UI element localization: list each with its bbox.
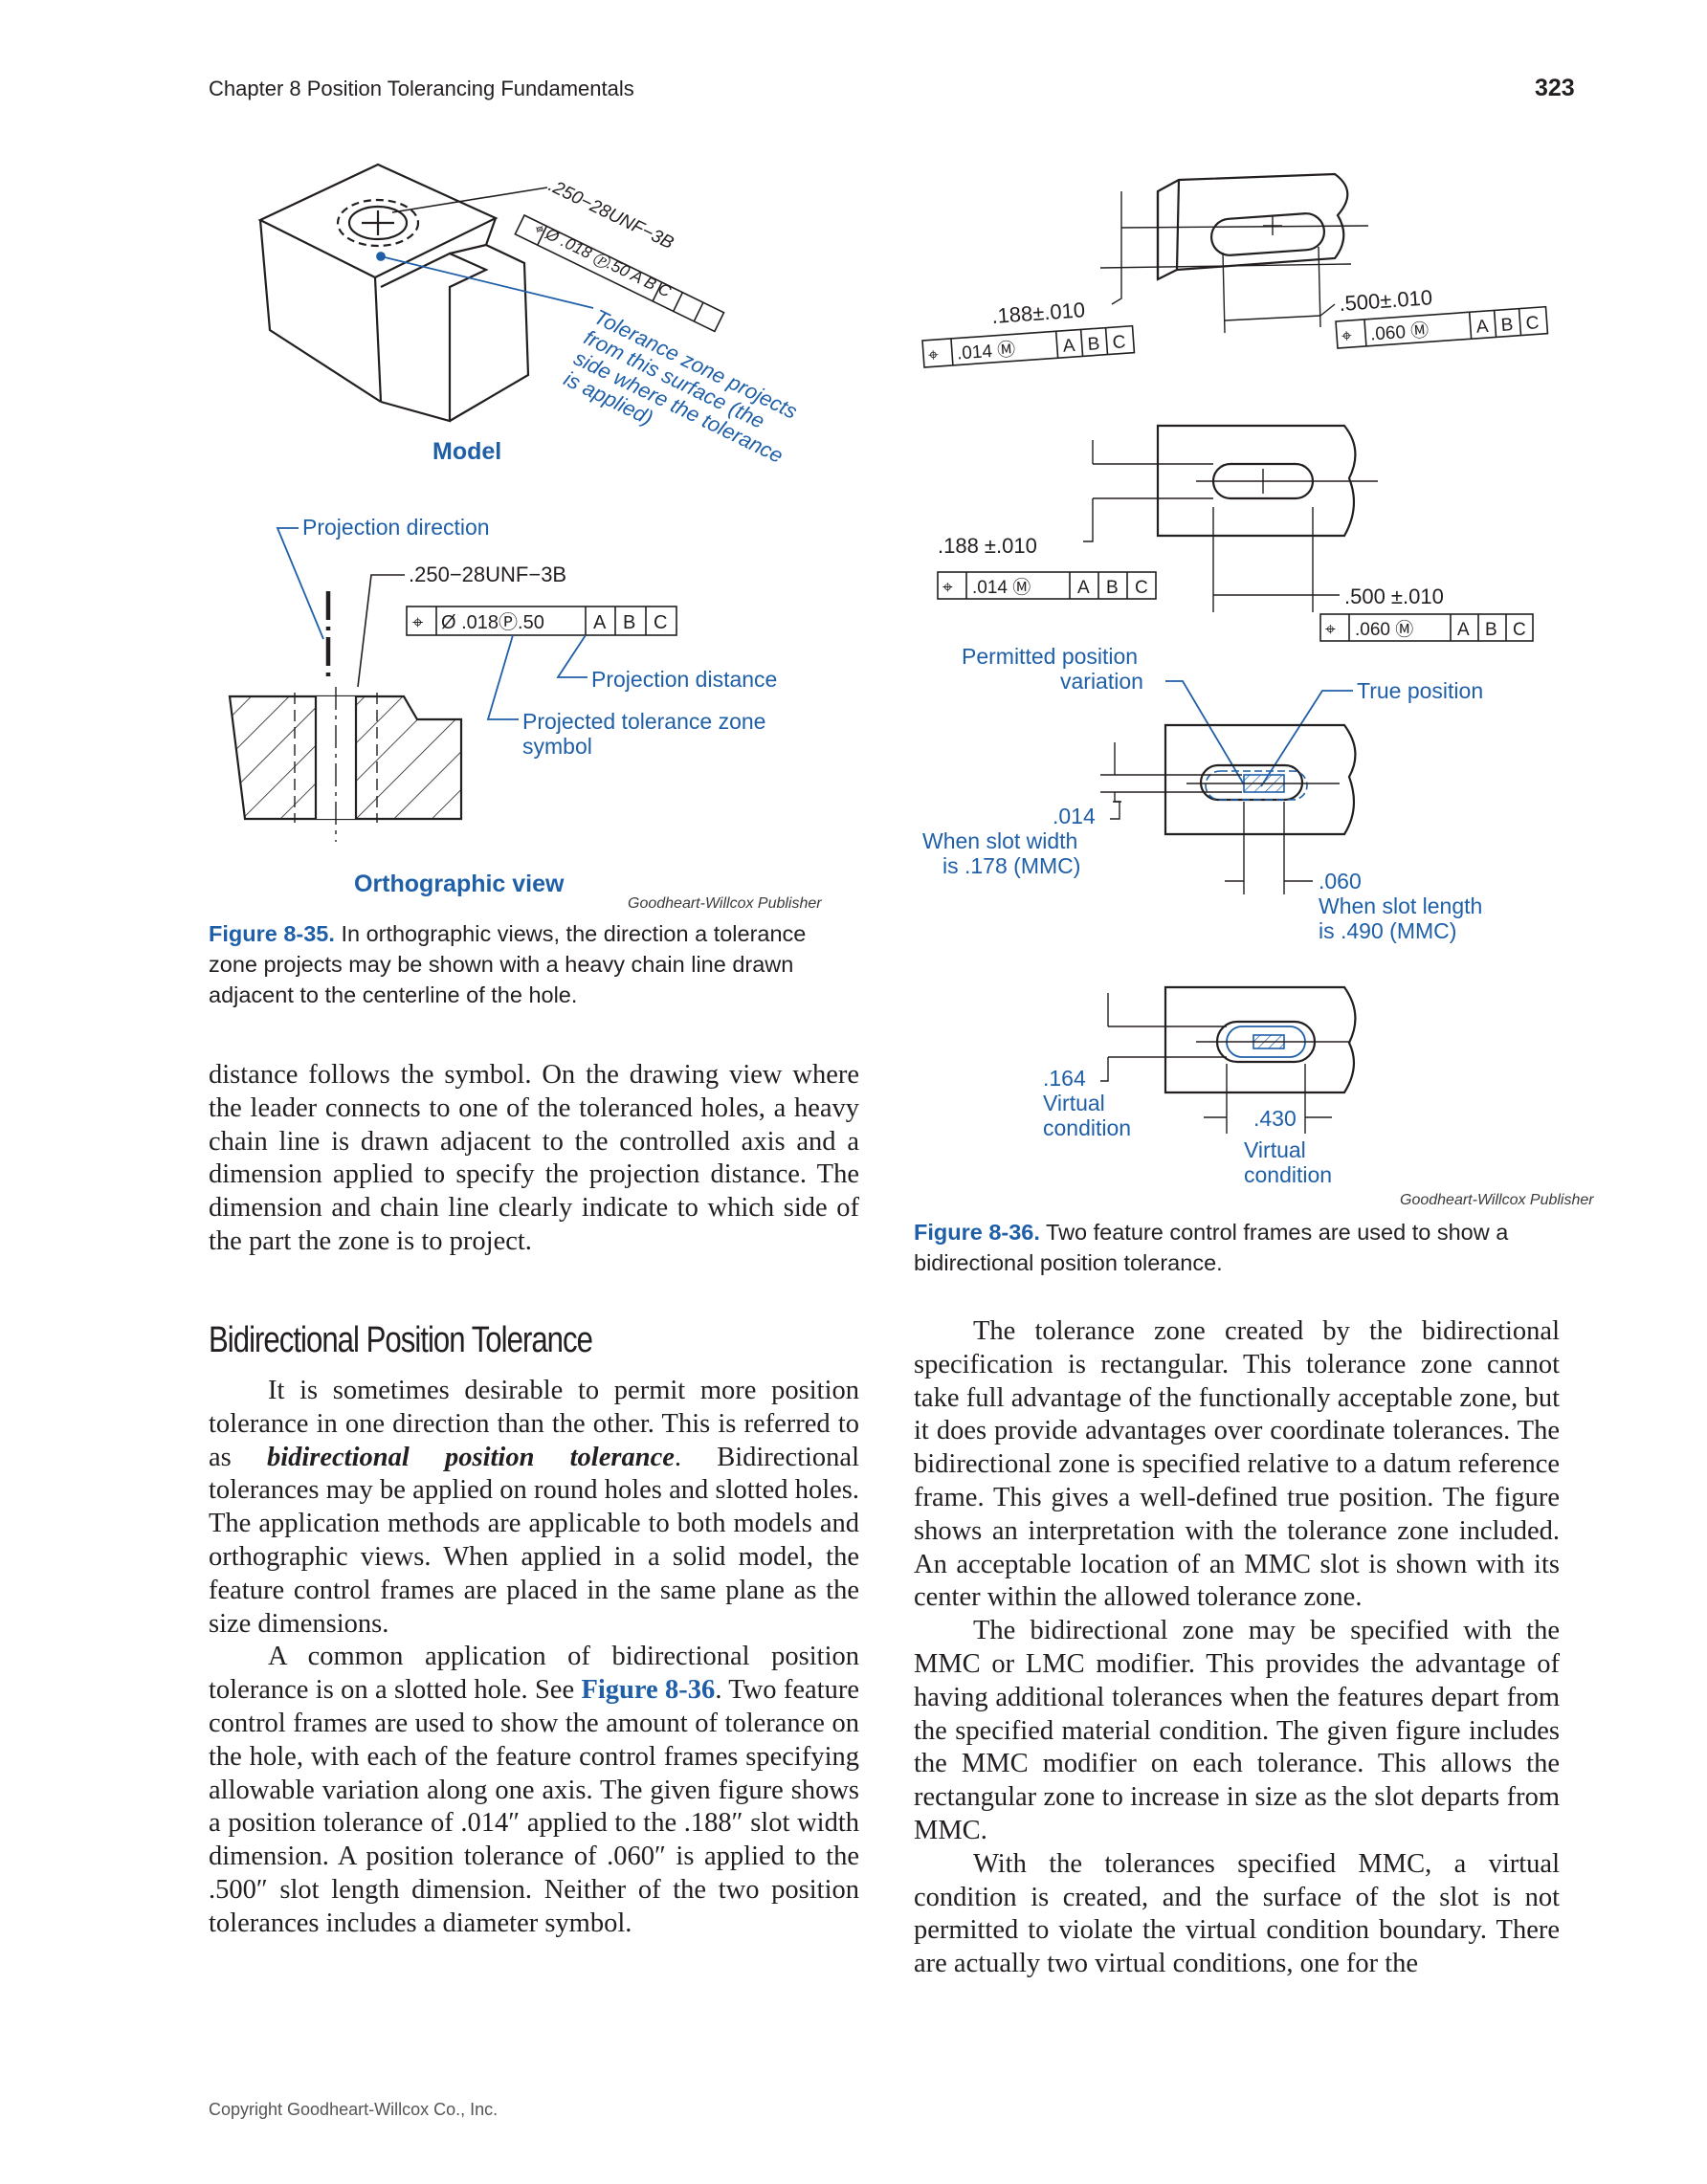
right-paragraph-1: The tolerance zone created by the bidire… [914,1316,1560,1613]
fig36-caption-number: Figure 8-36. [914,1220,1040,1245]
paragraph-continued: distance follows the symbol. On the draw… [209,1060,859,1256]
projected-zone-leader [486,634,519,720]
svg-text:C: C [1135,578,1148,598]
figure-8-35: .250−28UNF−3B ⌖ Ø .018 Ⓟ.50 A B C Tolera… [228,163,801,897]
fig36-caption: Figure 8-36. Two feature control frames … [914,1217,1564,1278]
width-tol-value: .014 [1053,804,1096,828]
svg-text:.060 Ⓜ: .060 Ⓜ [1369,320,1430,344]
left-column-paragraphs: It is sometimes desirable to permit more… [209,1375,859,1941]
ortho-width-dim: .188 ±.010 [938,534,1037,558]
fig35-caption: Figure 8-35. In orthographic views, the … [209,918,859,1010]
width-note-2: is .178 (MMC) [942,853,1080,878]
right-paragraph-3: With the tolerances specified MMC, a vir… [914,1848,1560,1979]
svg-text:⌖: ⌖ [942,578,953,598]
ortho-length-dim: .500 ±.010 [1344,585,1444,608]
vc-width-value: .164 [1043,1066,1086,1091]
right-paragraph-2: The bidirectional zone may be specified … [914,1616,1560,1845]
svg-text:.014 Ⓜ: .014 Ⓜ [956,339,1016,364]
model-block [257,163,530,423]
length-note-2: is .490 (MMC) [1319,918,1456,943]
svg-text:⌖: ⌖ [412,612,423,633]
permitted-position-label-1: Permitted position [962,644,1138,669]
svg-text:B: B [1106,578,1119,598]
svg-text:B: B [1087,334,1100,355]
model-callout [391,187,725,333]
projection-direction-label: Projection direction [302,515,490,540]
svg-text:⌖: ⌖ [927,345,939,366]
iso-slot-block [1156,172,1349,281]
vc-width-note-1: Virtual [1043,1091,1105,1115]
running-header: Chapter 8 Position Tolerancing Fundament… [209,77,634,100]
zone-block [1164,723,1357,836]
paragraph-1: It is sometimes desirable to permit more… [209,1376,859,1639]
svg-text:.014 Ⓜ: .014 Ⓜ [972,577,1031,598]
projection-distance-label: Projection distance [591,667,777,692]
iso-dims [1099,191,1369,334]
vc-length-note-2: condition [1244,1162,1332,1187]
vc-length-note-1: Virtual [1244,1137,1306,1162]
page-number: 323 [1535,75,1575,101]
svg-text:B: B [1500,315,1514,336]
iso-fcf-width: ⌖ .014 Ⓜ A B C [921,324,1136,368]
figure-8-36: .188±.010 .500±.010 ⌖ .014 Ⓜ A B C ⌖ .06… [921,172,1549,1187]
ortho-section [228,687,463,842]
svg-text:C: C [654,612,667,633]
paragraph-2: A common application of bidirectional po… [209,1642,860,1938]
svg-text:Ø .018Ⓟ.50: Ø .018Ⓟ.50 [441,611,544,633]
svg-text:⌖: ⌖ [1325,620,1336,640]
fig36-caption-text: Two feature control frames are used to s… [914,1220,1509,1275]
model-note-leader [376,252,594,309]
left-column: distance follows the symbol. On the draw… [209,1059,859,1259]
orthographic-view-label: Orthographic view [354,871,565,897]
projected-zone-label-1: Projected tolerance zone [522,709,765,734]
fig35-caption-number: Figure 8-35. [209,921,335,946]
svg-text:C: C [1112,332,1126,353]
true-position-label: True position [1357,678,1483,703]
projection-distance-leader [556,634,587,678]
svg-text:A: A [1077,578,1090,598]
iso-fcf-length: ⌖ .060 Ⓜ A B C [1335,305,1549,349]
vc-length-value: .430 [1253,1106,1297,1131]
svg-text:C: C [1525,313,1540,334]
iso-length-dim: .500±.010 [1339,285,1433,316]
length-note-1: When slot length [1319,893,1482,918]
ortho-fcf [406,606,677,636]
fig36-credit: Goodheart-Willcox Publisher [1400,1192,1594,1208]
svg-text:A: A [1457,620,1470,640]
length-tol-value: .060 [1319,869,1362,893]
iso-width-dim: .188±.010 [991,298,1086,328]
projected-zone-label-2: symbol [522,734,592,759]
svg-text:.060 Ⓜ: .060 Ⓜ [1355,619,1413,640]
copyright-footer: Copyright Goodheart-Willcox Co., Inc. [209,2100,499,2119]
model-label: Model [432,438,501,465]
term-bidirectional: bidirectional position tolerance [266,1442,675,1472]
width-note-1: When slot width [922,828,1077,853]
permitted-position-label-2: variation [1060,669,1143,694]
svg-text:⌖: ⌖ [1341,326,1352,347]
fig35-caption-text: In orthographic views, the direction a t… [209,921,807,1007]
svg-text:B: B [1485,620,1497,640]
vc-width-note-2: condition [1043,1115,1131,1140]
fig35-credit: Goodheart-Willcox Publisher [628,895,822,912]
svg-text:A: A [593,612,607,633]
section-heading: Bidirectional Position Tolerance [209,1320,593,1360]
svg-text:A: A [1062,336,1075,357]
figure-8-36-link[interactable]: Figure 8-36 [581,1675,716,1706]
ortho-callout-text: .250−28UNF−3B [409,563,566,586]
svg-text:B: B [623,612,635,633]
ortho-fcf-length [1319,613,1534,642]
svg-text:C: C [1513,620,1526,640]
right-column: The tolerance zone created by the bidire… [914,1315,1560,1981]
ortho-fcf-width [937,571,1157,600]
svg-text:A: A [1475,317,1489,338]
projection-direction-leader [276,527,324,640]
